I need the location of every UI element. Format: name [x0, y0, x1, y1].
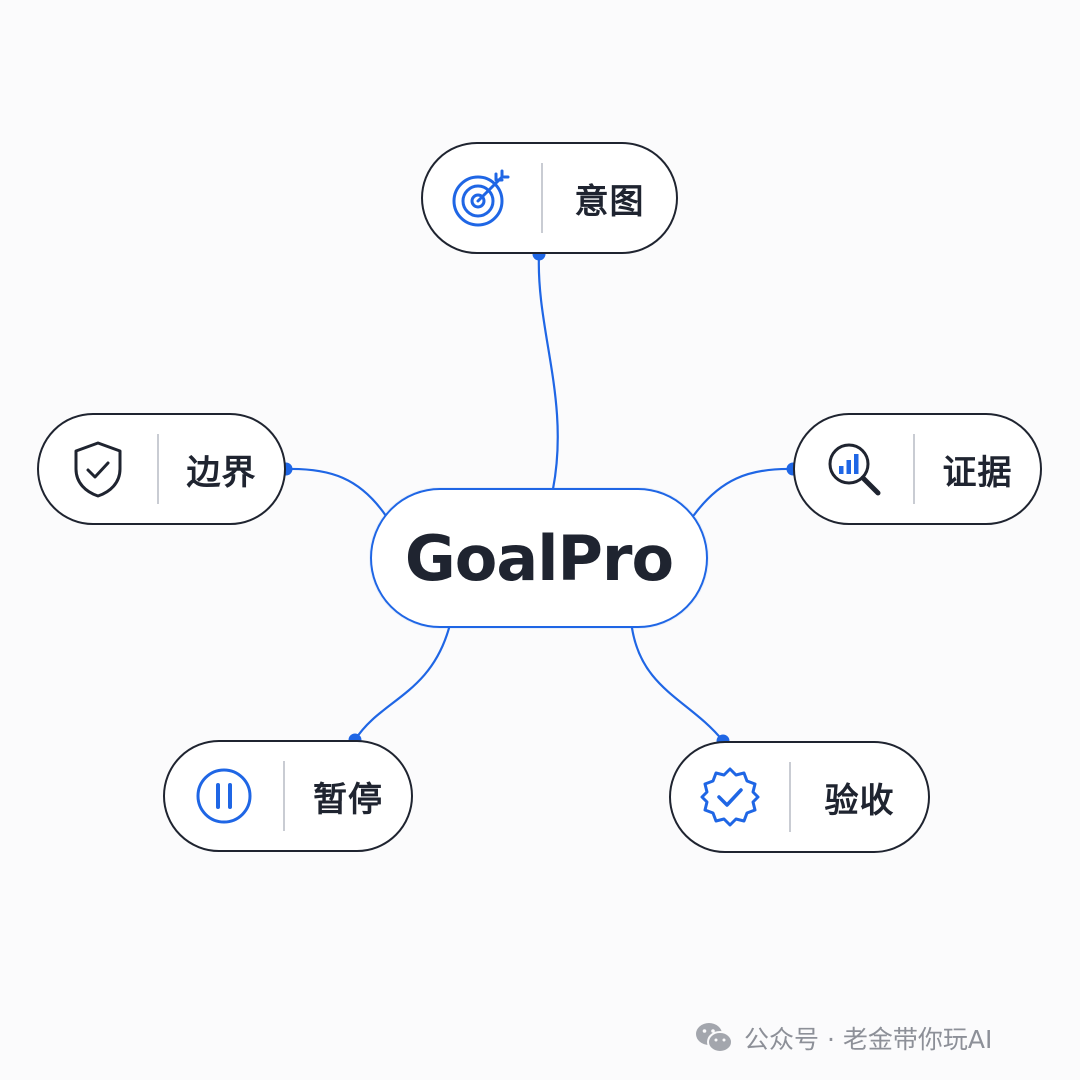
connector-pause: [353, 626, 451, 742]
node-boundary[interactable]: 边界: [37, 413, 286, 525]
center-title: GoalPro: [404, 521, 674, 595]
node-intent-icon-wrap: [423, 166, 541, 230]
magnifier-chart-icon: [828, 443, 881, 496]
pause-icon: [196, 768, 252, 824]
node-accept[interactable]: 验收: [669, 741, 930, 853]
node-pause-label: 暂停: [313, 779, 383, 820]
watermark: 公众号 · 老金带你玩AI: [694, 1018, 992, 1058]
connector-accept: [630, 626, 725, 743]
node-boundary-divider: [157, 434, 159, 504]
node-boundary-icon-wrap: [39, 439, 157, 499]
target-icon: [452, 169, 510, 227]
node-evidence-divider: [913, 434, 915, 504]
node-boundary-label: 边界: [186, 452, 257, 493]
node-pause-icon-wrap: [165, 766, 283, 826]
wechat-icon: [696, 1023, 733, 1053]
node-pause-divider: [283, 761, 285, 831]
node-intent-label: 意图: [574, 181, 645, 222]
center-node[interactable]: GoalPro: [370, 488, 708, 628]
node-evidence[interactable]: 证据: [793, 413, 1042, 525]
badge-check-icon: [700, 767, 760, 827]
connector-boundary: [284, 467, 388, 518]
connector-evidence: [692, 467, 795, 517]
node-evidence-icon-wrap: [795, 437, 913, 501]
shield-check-icon: [74, 441, 122, 498]
node-intent-divider: [541, 163, 543, 233]
node-intent[interactable]: 意图: [421, 142, 678, 254]
node-accept-divider: [789, 762, 791, 832]
node-accept-label: 验收: [824, 780, 895, 821]
node-pause[interactable]: 暂停: [163, 740, 413, 852]
connector-intent: [537, 252, 559, 491]
node-accept-icon-wrap: [671, 765, 789, 829]
watermark-text: 公众号 · 老金带你玩AI: [744, 1025, 993, 1054]
node-evidence-label: 证据: [942, 452, 1013, 493]
